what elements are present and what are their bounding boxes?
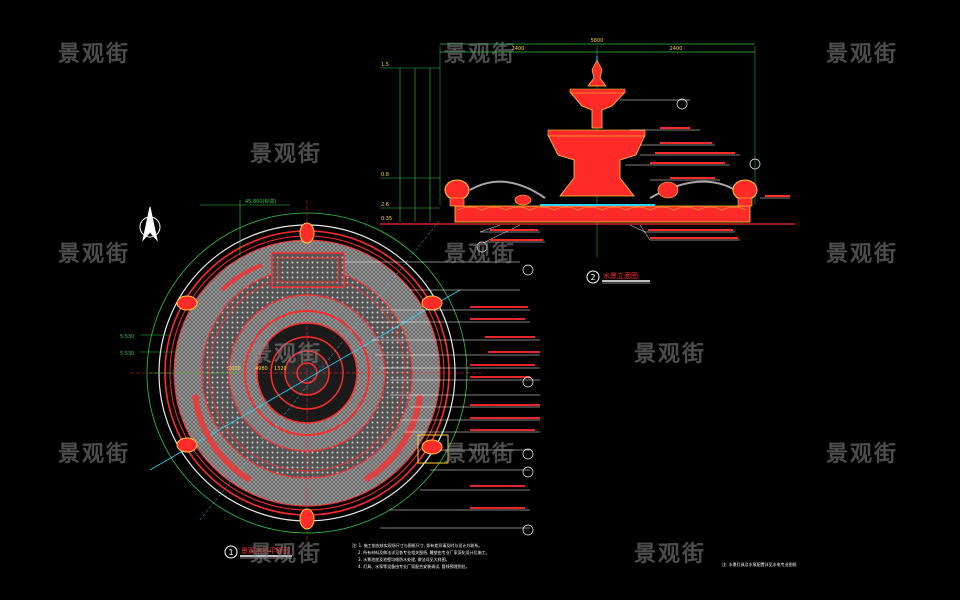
plan-index-circle xyxy=(224,545,238,559)
plan-level-label: 45.800(标高) xyxy=(245,198,276,205)
statue-southeast xyxy=(421,439,443,455)
elev-vdim-4: 0.35 xyxy=(381,216,392,222)
elevation-title: 水景立面图 xyxy=(603,271,638,280)
elev-vdim-3: 2.6 xyxy=(381,202,389,208)
statue-south xyxy=(299,508,315,530)
elevation-statue-right xyxy=(732,179,758,207)
plan-title-block: 1 景观水景平面图 xyxy=(224,545,292,559)
elev-dim-total: 5800 xyxy=(591,38,604,44)
statue-northeast xyxy=(421,295,443,311)
note-line-2: 2. 所有材料及做法详见各专业相关图纸, 雕塑由专业厂家深化设计后施工。 xyxy=(358,549,490,555)
plan-index: 1 xyxy=(228,548,233,557)
fountain-plan-view: 1 景观水景平面图 45.800(标高) 5.530 5.530 2000 49… xyxy=(120,198,540,559)
elevation-upper-tier xyxy=(569,91,626,129)
elevation-statue-inner-left xyxy=(514,194,532,206)
note-line-3: 3. 水景池底及池壁均做防水处理, 做法详见大样图。 xyxy=(358,556,450,562)
plan-dim-5: 1320 xyxy=(274,366,287,372)
elevation-index: 2 xyxy=(590,273,595,282)
note-line-1: 注: 1. 施工前应核实现场尺寸与图纸尺寸, 如有差异请及时与设计方联系。 xyxy=(352,542,482,548)
plan-dim-1: 5.530 xyxy=(120,334,134,340)
water-jet-left xyxy=(469,180,546,199)
north-arrow-icon xyxy=(139,206,161,242)
plan-dim-2: 5.530 xyxy=(120,351,134,357)
elevation-finial xyxy=(587,59,607,87)
statue-southwest xyxy=(176,437,198,453)
elevation-index-circle xyxy=(586,270,600,284)
statue-north xyxy=(299,222,315,244)
note-line-4: 4. 灯具、水泵等设备由专业厂家配合安装调试, 管线预埋到位。 xyxy=(358,563,470,569)
elev-dim-right: 2400 xyxy=(670,46,683,52)
footer-note: 注: 水景灯具及水泵配置详见水电专业图纸 xyxy=(722,561,797,567)
plan-sculpture-panel xyxy=(271,252,345,288)
statue-northwest xyxy=(176,295,198,311)
plan-dim-4: 4980 xyxy=(255,366,268,372)
fountain-elevation-view: 5800 2400 2400 1.5 0.8 2.6 0.35 xyxy=(380,38,795,284)
elev-vdim-2: 0.8 xyxy=(381,172,389,178)
elevation-basin xyxy=(454,205,751,223)
elevation-statue-left xyxy=(444,179,470,207)
elev-dim-left: 2400 xyxy=(512,46,525,52)
plan-statues xyxy=(176,222,443,530)
plan-dim-3: 2000 xyxy=(228,366,241,372)
general-notes: 注: 1. 施工前应核实现场尺寸与图纸尺寸, 如有差异请及时与设计方联系。 2.… xyxy=(352,542,797,569)
elev-vdim-1: 1.5 xyxy=(381,62,389,68)
elevation-lower-tier xyxy=(547,134,646,197)
plan-title: 景观水景平面图 xyxy=(241,546,290,555)
plan-leader-lines xyxy=(345,261,540,529)
elevation-title-block: 2 水景立面图 xyxy=(586,270,650,284)
elevation-statue-inner-right xyxy=(657,181,679,199)
